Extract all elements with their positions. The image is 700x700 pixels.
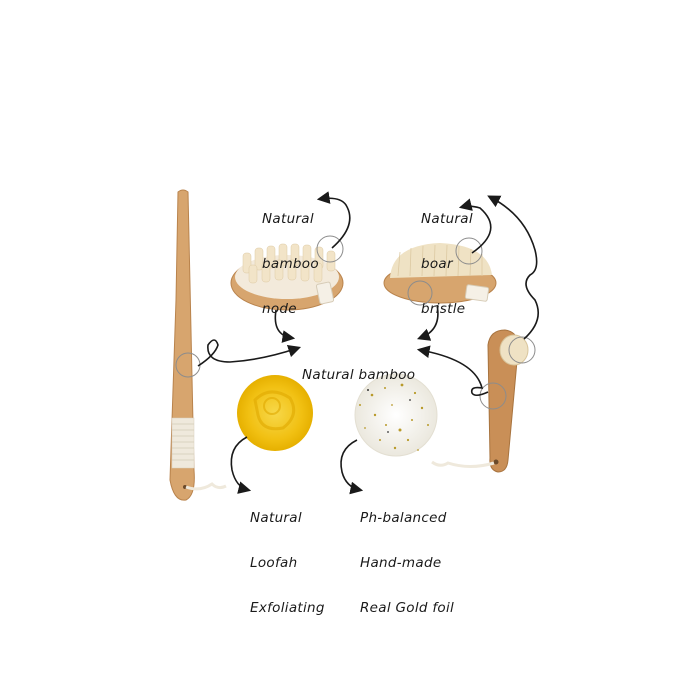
label-line: boar (421, 256, 453, 272)
label-loofah: Natural Loofah Exfoliating (250, 481, 325, 646)
label-line: bristle (421, 301, 466, 317)
label-line: Natural (250, 510, 302, 526)
gold-foil-soap (354, 373, 438, 457)
label-line: Loofah (250, 555, 298, 571)
label-line: Natural (262, 211, 314, 227)
callout-arrows (197, 191, 539, 495)
label-line: Natural bamboo (302, 367, 416, 383)
label-line: Hand-made (360, 555, 442, 571)
label-natural-bamboo: Natural bamboo (302, 338, 415, 413)
loofah-soap (237, 375, 313, 451)
label-line: Ph-balanced (360, 510, 447, 526)
label-gold-soap: Ph-balanced Hand-made Real Gold foil (360, 481, 454, 646)
label-line: bamboo (262, 256, 319, 272)
massage-nodule-brush (230, 243, 344, 311)
boar-bristle-brush (383, 243, 497, 304)
label-line: Exfoliating (250, 600, 325, 616)
label-boar-bristle: Natural boar bristle (421, 182, 473, 347)
facial-brush (431, 329, 529, 473)
label-line: Natural (421, 211, 473, 227)
label-bamboo-node: Natural bamboo node (262, 182, 319, 347)
label-line: Real Gold foil (360, 600, 455, 616)
label-line: node (262, 301, 297, 317)
long-handle-body-brush (169, 189, 227, 501)
